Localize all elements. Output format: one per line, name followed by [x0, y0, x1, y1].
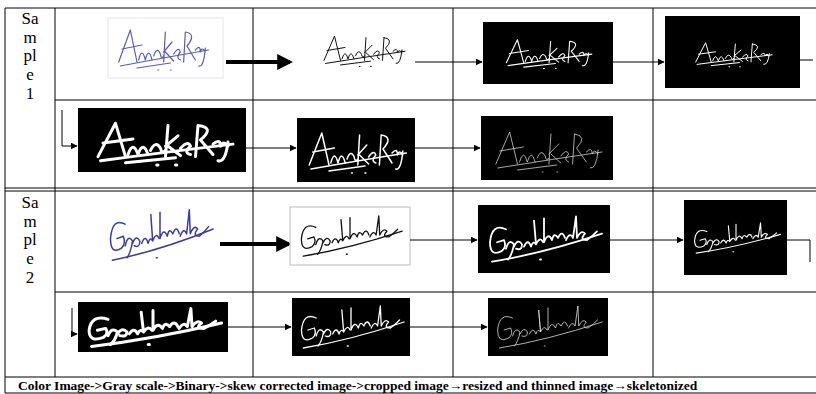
flow-line: [787, 240, 810, 262]
flow-line: [800, 60, 813, 61]
signature-gray: [301, 216, 402, 256]
signature-skew: [696, 43, 773, 67]
skeleton-image: [481, 116, 613, 180]
sample1-row1: [108, 16, 813, 88]
sample1-row2: [62, 108, 613, 182]
arrow: [246, 148, 296, 149]
arrow: [610, 240, 683, 241]
thinned-image: [297, 118, 415, 182]
signature-gray: [324, 36, 405, 66]
sample-label: Sample 2: [22, 194, 39, 287]
signature-skew: [695, 223, 781, 253]
arrow: [410, 240, 477, 241]
signature-binary: [506, 40, 591, 69]
arrow: [613, 62, 664, 63]
sample2-row2: [72, 298, 608, 356]
signature-thinned: [309, 133, 406, 173]
table-grid: [5, 8, 816, 393]
skeleton-image: [488, 298, 608, 356]
cropped-image: [78, 302, 228, 352]
cropped-image: [78, 108, 246, 172]
pipeline-caption: Color Image->Gray scale->Binary->skew co…: [18, 379, 697, 394]
thick-arrow: [226, 60, 290, 64]
arrow: [415, 148, 480, 149]
signature-binary: [490, 216, 602, 261]
signature-cropped: [89, 309, 222, 347]
color-image: [108, 18, 223, 78]
sample2-row1: [111, 200, 811, 275]
thick-arrow: [220, 242, 289, 246]
signature-color: [111, 210, 214, 260]
arrow: [415, 62, 482, 63]
sample-label: Sample 1: [22, 10, 39, 103]
return-arrow: [72, 308, 77, 334]
gray-image: [290, 207, 410, 265]
skew-corrected-image: [684, 200, 787, 275]
binary-image: [478, 205, 610, 273]
signature-color: [119, 30, 209, 70]
skew-corrected-image: [665, 16, 800, 88]
arrow: [228, 327, 291, 328]
thinned-image: [292, 298, 410, 356]
signature-cropped: [98, 123, 233, 165]
return-arrow: [62, 110, 77, 146]
signature-skeleton: [496, 132, 602, 172]
arrow: [410, 327, 487, 328]
binary-image: [483, 22, 613, 84]
signature-skeleton: [498, 306, 603, 348]
signature-thinned: [302, 306, 405, 348]
